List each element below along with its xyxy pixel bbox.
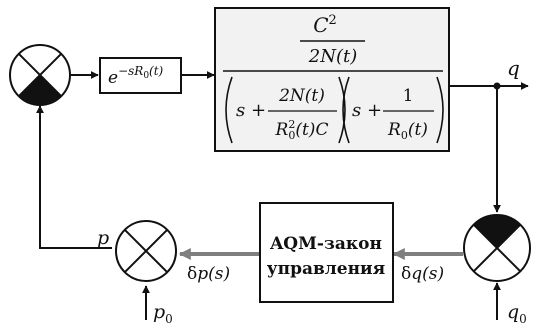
label-p: p: [97, 227, 109, 249]
label-q0: q0: [507, 301, 527, 326]
edge-sum2-to-sum1: [36, 105, 112, 249]
summing-junction-1: [9, 44, 71, 106]
label-p0-sub: 0: [165, 312, 173, 326]
plant-factor1-lead: s +: [236, 100, 266, 121]
label-q0-base: q: [507, 301, 519, 323]
summing-junction-3: [463, 214, 531, 282]
label-dp-var: p(s): [197, 264, 230, 284]
aqm-label-line1: AQM-закон: [269, 234, 382, 254]
plant-numerator-c: C: [313, 13, 328, 37]
plant-factor1-numerator: 2N(t): [278, 86, 325, 106]
delay-exponent-suffix: (t): [149, 64, 164, 78]
label-p0-base: p: [153, 301, 165, 323]
delay-base: e: [108, 68, 118, 88]
plant-factor1-den-sub: 0: [288, 129, 295, 142]
delay-exponent-prefix: −sR: [118, 64, 143, 78]
label-dq: δq(s): [401, 264, 444, 284]
label-dq-var: q(s): [411, 264, 444, 284]
aqm-label-line2: управления: [267, 259, 385, 279]
label-q: q: [507, 56, 520, 80]
svg-text:R20(t)C: R20(t)C: [275, 118, 329, 142]
label-dq-delta: δ: [401, 264, 411, 284]
delay-block: e−sR0(t): [99, 57, 182, 94]
plant-factor2-den-r: R: [387, 120, 401, 140]
label-dp: δp(s): [187, 264, 230, 284]
label-p0: p0: [153, 301, 173, 326]
plant-factor2-den-rest: (t): [408, 120, 428, 140]
plant-numerator-exponent: 2: [329, 13, 337, 28]
aqm-block: AQM-закон управления: [259, 202, 394, 303]
plant-factor1-den-sup: 2: [288, 118, 295, 131]
svg-text:e−sR0(t): e−sR0(t): [108, 64, 164, 88]
plant-factor1-den-r: R: [275, 120, 289, 140]
svg-text:C2: C2: [313, 13, 337, 37]
plant-factor2-den-sub: 0: [401, 129, 408, 142]
svg-text:R0(t): R0(t): [387, 120, 428, 142]
plant-numerator-denominator: 2N(t): [308, 46, 357, 67]
plant-factor2-lead: s +: [352, 100, 382, 121]
summing-junction-2: [115, 220, 177, 282]
label-dp-delta: δ: [187, 264, 197, 284]
label-q0-sub: 0: [519, 312, 527, 326]
plant-factor2-numerator: 1: [403, 86, 414, 106]
delay-exponent-subscript: 0: [143, 71, 149, 81]
plant-factor1-den-rest: (t)C: [295, 120, 328, 140]
